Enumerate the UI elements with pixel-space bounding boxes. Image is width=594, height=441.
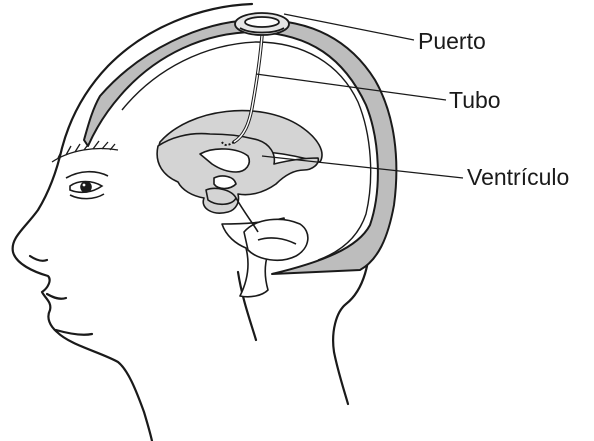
reservoir-port-icon bbox=[235, 13, 289, 35]
eyebrow-icon bbox=[52, 141, 118, 162]
port-label: Puerto bbox=[418, 30, 486, 53]
tube-label: Tubo bbox=[449, 89, 501, 112]
ventricle-label: Ventrículo bbox=[467, 166, 569, 189]
head-silhouette bbox=[13, 4, 372, 441]
lips bbox=[47, 294, 66, 299]
eye-icon bbox=[66, 172, 108, 199]
nostril bbox=[30, 256, 47, 261]
chin-line bbox=[56, 330, 92, 335]
